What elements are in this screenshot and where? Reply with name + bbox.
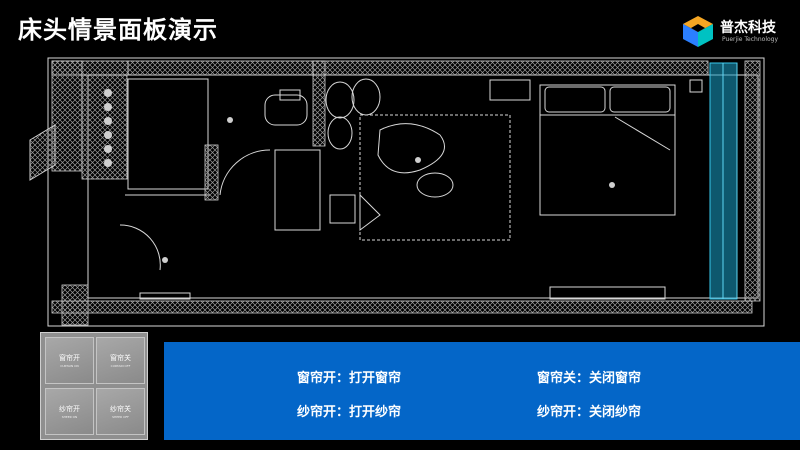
description-sheer-open: 纱帘开：打开纱帘	[297, 405, 402, 420]
panel-button-sublabel: SHEER ON	[61, 415, 78, 419]
panel-button-curtain-open: 窗帘开 CURTAIN ON	[45, 337, 94, 384]
page-title: 床头情景面板演示	[18, 16, 218, 44]
function-description-panel: 窗帘开：打开窗帘 窗帘关：关闭窗帘 纱帘开：打开纱帘 纱帘开：关闭纱帘	[164, 342, 800, 440]
panel-button-sublabel: SHEER OFF	[112, 415, 129, 419]
panel-button-sublabel: CURTAIN OFF	[110, 364, 131, 368]
description-curtain-close: 窗帘关：关闭窗帘	[537, 371, 642, 386]
panel-button-label: 窗帘开	[59, 354, 80, 362]
panel-button-curtain-close: 窗帘关 CURTAIN OFF	[96, 337, 145, 384]
logo-subtitle: Puerjie Technology	[722, 36, 779, 43]
cube-logo-icon	[683, 16, 713, 47]
toilet	[264, 94, 308, 126]
panel-button-sublabel: CURTAIN ON	[60, 364, 79, 368]
panel-button-label: 窗帘关	[110, 354, 131, 362]
company-logo: 普杰科技 Puerjie Technology	[680, 14, 790, 48]
panel-button-sheer-close: 纱帘关 SHEER OFF	[96, 388, 145, 435]
description-sheer-close: 纱帘开：关闭纱帘	[537, 405, 642, 420]
floor-plan	[29, 57, 765, 327]
bedside-panel-image: 窗帘开 CURTAIN ON 窗帘关 CURTAIN OFF 纱帘开 SHEER…	[40, 332, 148, 440]
panel-button-label: 纱帘关	[110, 405, 131, 413]
panel-button-label: 纱帘开	[59, 405, 80, 413]
outer-wall	[47, 57, 765, 327]
bed	[539, 84, 676, 216]
logo-name: 普杰科技	[720, 20, 776, 36]
panel-button-sheer-open: 纱帘开 SHEER ON	[45, 388, 94, 435]
description-curtain-open: 窗帘开：打开窗帘	[297, 371, 402, 386]
